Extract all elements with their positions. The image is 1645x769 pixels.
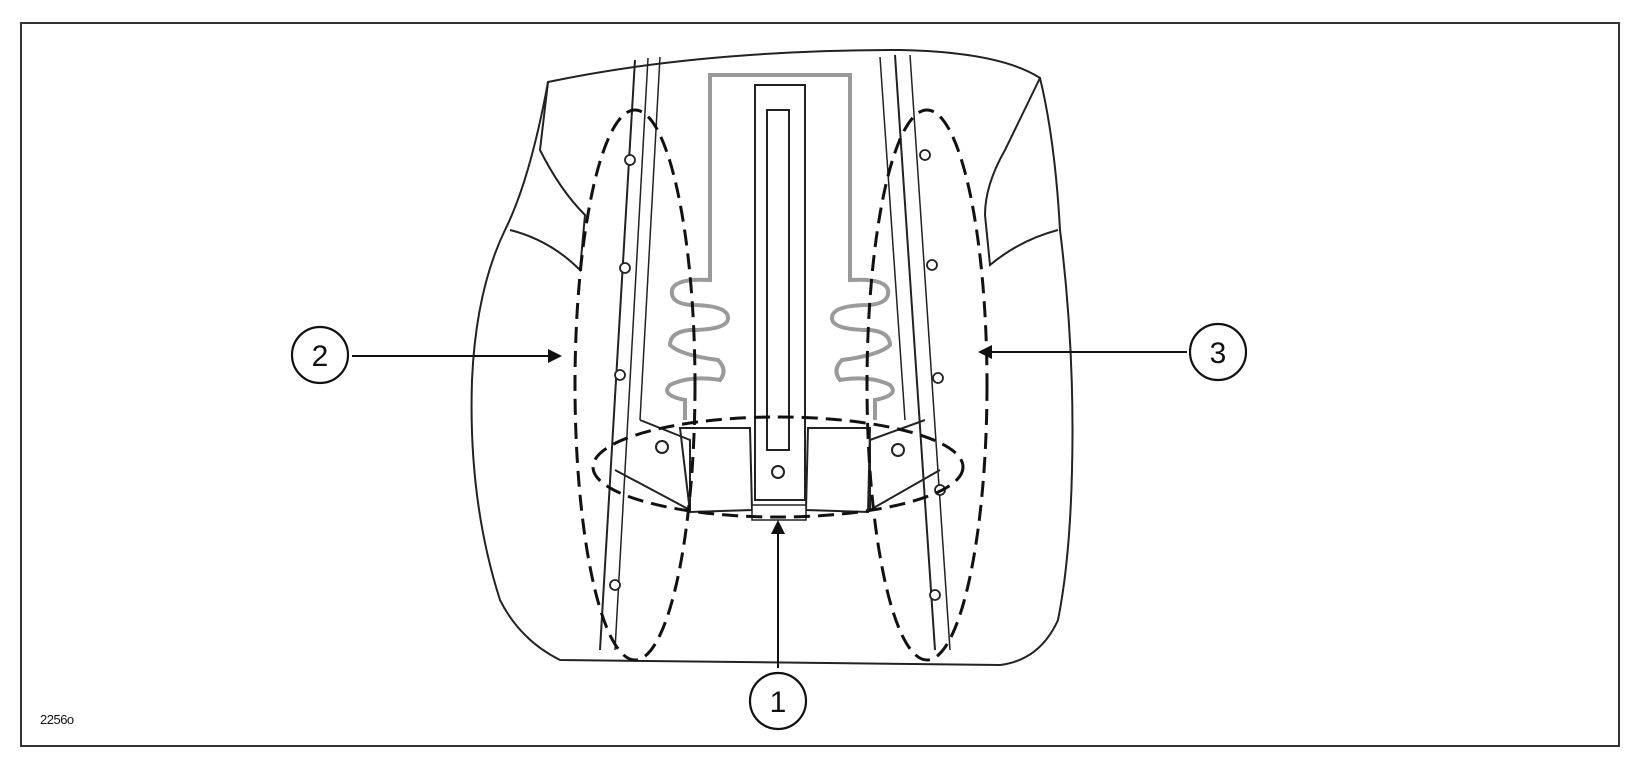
figure-id: 2256o (40, 712, 74, 727)
center-slot-inner (766, 109, 790, 451)
highlight-zone-1 (591, 415, 965, 519)
left-side-rail-edge (639, 56, 661, 421)
diagram-frame (20, 22, 1620, 747)
center-slot-hole (771, 465, 785, 479)
right-upper-bolster (983, 77, 1059, 267)
callout-2: 2 (290, 325, 350, 385)
right-side-rail (894, 54, 936, 651)
bottom-tab (751, 504, 807, 521)
seat-back-outline (470, 48, 1074, 667)
wire-frame (665, 73, 895, 420)
right-flap-hole (891, 443, 905, 457)
callout-3: 3 (1188, 322, 1248, 382)
highlight-zone-2 (573, 108, 697, 662)
left-flap-hole (655, 440, 669, 454)
left-upper-bolster (509, 81, 587, 273)
callout-3-label: 3 (1210, 337, 1227, 370)
highlight-zone-3 (865, 108, 989, 662)
right-lower-bracket (804, 427, 872, 514)
callout-1: 1 (748, 671, 808, 731)
callout-2-label: 2 (312, 340, 329, 373)
right-lower-flap (869, 419, 941, 512)
right-rail-holes (919, 149, 946, 601)
left-lower-flap (614, 419, 691, 512)
right-side-rail-edge (879, 56, 906, 421)
right-side-rail-inner (909, 54, 951, 651)
left-side-rail-inner (614, 57, 649, 651)
left-rail-holes (609, 154, 636, 591)
callout-1-label: 1 (770, 686, 787, 719)
